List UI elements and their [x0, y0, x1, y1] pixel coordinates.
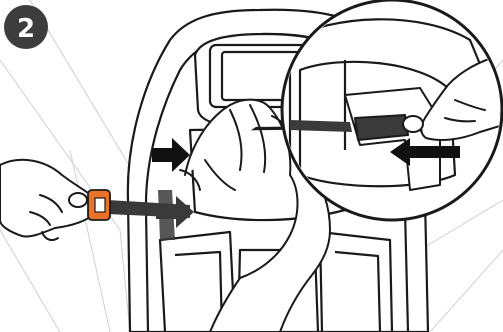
- orange-buckle[interactable]: [88, 190, 110, 220]
- detail-callout: [282, 0, 503, 220]
- detail-thumb: [403, 116, 423, 132]
- step-badge: 2: [4, 5, 48, 49]
- detail-strap: [290, 120, 352, 132]
- step-number: 2: [17, 14, 35, 44]
- left-thumb: [69, 193, 87, 207]
- left-hand: [0, 160, 94, 240]
- seat-lower-right: [320, 232, 392, 332]
